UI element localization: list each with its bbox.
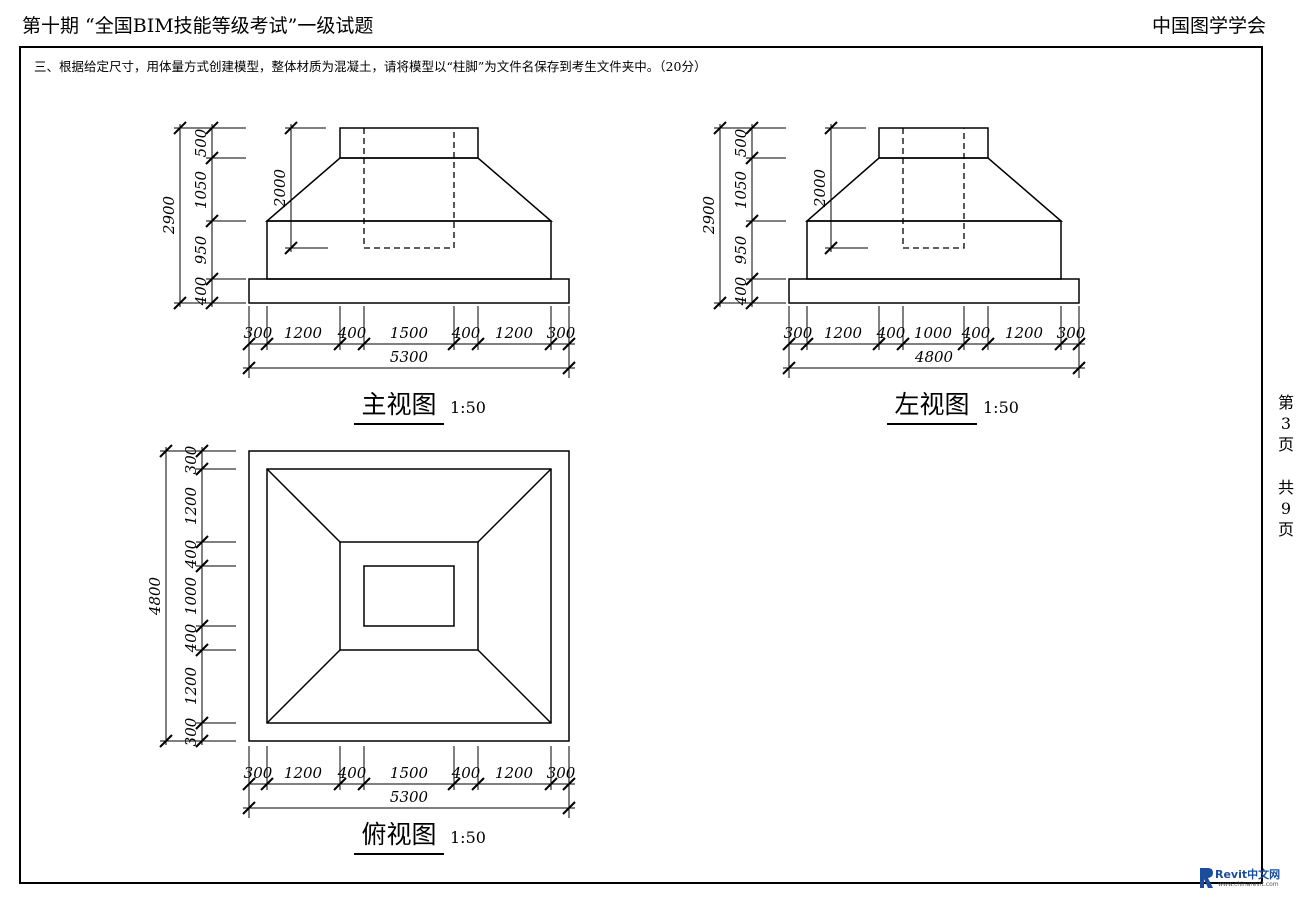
- page-number: 3: [1280, 414, 1292, 433]
- left-dim-v-0: 500: [732, 128, 750, 157]
- front-hidden-socket: [363, 128, 455, 249]
- top-view-title: 俯视图 1:50: [354, 820, 486, 855]
- front-dim-v-2: 950: [192, 235, 210, 264]
- left-dim-h-0: 300: [784, 324, 813, 342]
- page-char: 第: [1277, 393, 1294, 412]
- watermark-brand: Revit中文网: [1215, 868, 1281, 881]
- top-dim-v-1: 1200: [182, 486, 200, 525]
- left-dim-h-6: 300: [1057, 324, 1086, 342]
- issuer-name: 中国图学学会: [1151, 15, 1266, 37]
- left-view: [788, 127, 1080, 304]
- left-total-width: 4800: [914, 348, 954, 366]
- front-dim-h-1: 1200: [284, 324, 323, 342]
- top-dim-v-3: 1000: [182, 576, 200, 615]
- front-dim-h-6: 300: [547, 324, 576, 342]
- top-dimensions: [159, 444, 576, 818]
- top-view: [248, 450, 570, 742]
- left-column: [878, 127, 989, 159]
- left-column-depth: 2000: [811, 168, 829, 208]
- front-dim-h-4: 400: [451, 324, 481, 342]
- left-dim-h-5: 1200: [1005, 324, 1044, 342]
- site-watermark: Revit中文网 www.chinarevit.com: [1198, 864, 1302, 894]
- left-dim-v-1: 1050: [732, 170, 750, 209]
- top-dim-h-6: 300: [547, 764, 576, 782]
- front-frustum: [264, 157, 554, 222]
- left-dimension-labels: 300 1200 400 1000 400 1200 300 4800 500 …: [700, 128, 1086, 366]
- top-dim-v-5: 1200: [182, 666, 200, 705]
- left-title: 左视图: [894, 390, 969, 419]
- left-base-slab: [788, 278, 1080, 304]
- top-pedestal-outline: [266, 468, 552, 724]
- front-column-depth: 2000: [271, 168, 289, 208]
- top-hip-line-sw: [266, 649, 341, 724]
- front-view-title: 主视图 1:50: [354, 390, 486, 425]
- left-total-height: 2900: [700, 195, 718, 235]
- left-dim-v-2: 950: [732, 235, 750, 264]
- front-column: [339, 127, 479, 159]
- top-dim-h-4: 400: [451, 764, 481, 782]
- top-total-width: 5300: [390, 788, 429, 806]
- top-dim-h-5: 1200: [495, 764, 534, 782]
- top-hip-line-nw: [266, 468, 341, 543]
- front-view: [248, 127, 570, 304]
- sheet-title: 第十期 “全国BIM技能等级考试”一级试题: [22, 15, 374, 37]
- top-column-outline: [339, 541, 479, 651]
- top-title: 俯视图: [361, 820, 436, 849]
- question-text: 三、根据给定尺寸，用体量方式创建模型，整体材质为混凝土，请将模型以“柱脚”为文件…: [34, 59, 707, 74]
- front-dim-v-1: 1050: [192, 170, 210, 209]
- left-dim-v-3: 400: [732, 276, 750, 306]
- top-dim-h-0: 300: [244, 764, 273, 782]
- left-scale: 1:50: [983, 398, 1019, 417]
- left-pedestal: [806, 220, 1062, 280]
- top-total-height: 4800: [146, 576, 164, 616]
- front-dimension-labels: 300 1200 400 1500 400 1200 300 5300 500 …: [160, 128, 576, 366]
- left-dim-h-4: 400: [961, 324, 991, 342]
- total-char: 共: [1277, 478, 1294, 497]
- top-dim-v-2: 400: [182, 539, 200, 569]
- front-base-slab: [248, 278, 570, 304]
- top-base-outline: [248, 450, 570, 742]
- left-dim-h-2: 400: [876, 324, 906, 342]
- front-dim-v-0: 500: [192, 128, 210, 157]
- front-dim-v-3: 400: [192, 276, 210, 306]
- top-dim-h-2: 400: [337, 764, 367, 782]
- watermark-url: www.chinarevit.com: [1218, 881, 1279, 888]
- left-dimensions: [713, 121, 1086, 378]
- top-hip-line-se: [477, 649, 552, 724]
- page-unit: 页: [1277, 435, 1294, 454]
- drawing-frame: [19, 46, 1263, 884]
- left-frustum: [805, 157, 1064, 222]
- top-socket-outline: [363, 565, 455, 627]
- front-dim-h-2: 400: [337, 324, 367, 342]
- top-scale: 1:50: [450, 828, 486, 847]
- front-scale: 1:50: [450, 398, 486, 417]
- front-dim-h-5: 1200: [495, 324, 534, 342]
- left-view-title: 左视图 1:50: [887, 390, 1019, 425]
- top-dim-v-6: 300: [182, 717, 200, 746]
- front-total-width: 5300: [390, 348, 429, 366]
- front-pedestal: [266, 220, 552, 280]
- total-unit: 页: [1277, 520, 1294, 539]
- front-dim-h-0: 300: [244, 324, 273, 342]
- front-dim-h-3: 1500: [390, 324, 429, 342]
- revit-logo-icon: [1200, 868, 1213, 888]
- top-dim-v-4: 400: [182, 623, 200, 653]
- top-dim-h-3: 1500: [390, 764, 429, 782]
- page-marker: 第 3 页 共 9 页: [1276, 392, 1296, 540]
- left-hidden-socket: [902, 128, 965, 249]
- front-dimensions: [173, 121, 576, 378]
- front-title: 主视图: [361, 390, 436, 419]
- top-dim-h-1: 1200: [284, 764, 323, 782]
- top-hip-line-ne: [477, 468, 552, 543]
- top-dim-v-0: 300: [182, 445, 200, 474]
- total-number: 9: [1280, 499, 1292, 518]
- left-dim-h-1: 1200: [824, 324, 863, 342]
- top-dimension-labels: 300 1200 400 1500 400 1200 300 5300 300 …: [146, 445, 576, 806]
- left-dim-h-3: 1000: [914, 324, 953, 342]
- front-total-height: 2900: [160, 195, 178, 235]
